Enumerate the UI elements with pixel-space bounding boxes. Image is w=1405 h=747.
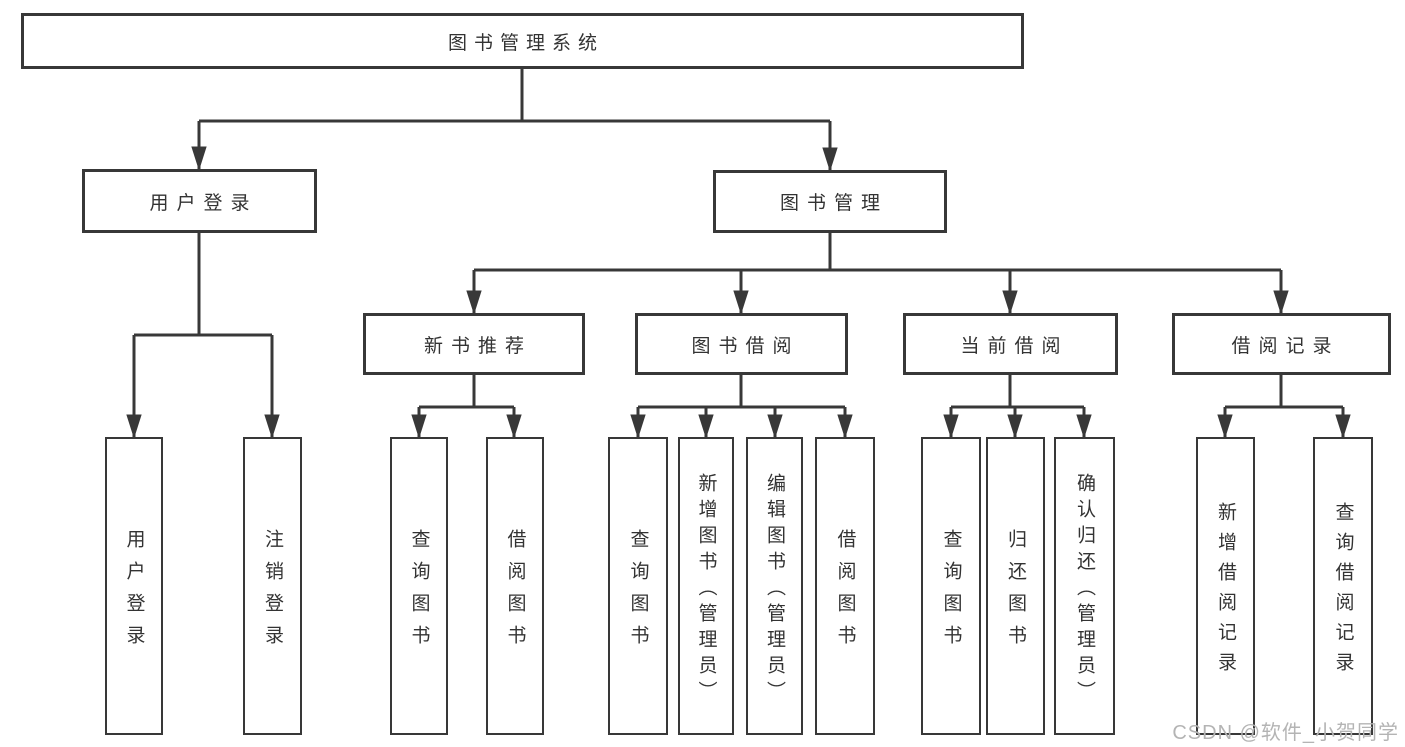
node-library-management-system: 图书管理系统	[21, 13, 1024, 69]
node-label: 用户登录	[123, 528, 145, 657]
node-book-borrowing: 图书借阅	[635, 313, 848, 375]
node-label: 新增图书（管理员）	[695, 472, 717, 707]
leaf-borrow-books: 借阅图书	[815, 437, 875, 735]
node-label: 查询图书	[627, 528, 649, 657]
node-label: 用户登录	[149, 192, 258, 214]
node-borrowing-records: 借阅记录	[1172, 313, 1391, 375]
node-label: 图书管理	[779, 193, 888, 214]
leaf-query-borrow-record: 查询借阅记录	[1313, 437, 1373, 735]
node-new-book-recommendation: 新书推荐	[363, 313, 585, 375]
node-label: 新增借阅记录	[1215, 501, 1236, 682]
leaf-return-books: 归还图书	[986, 437, 1045, 735]
node-label: 借阅图书	[834, 528, 856, 657]
node-current-borrowing: 当前借阅	[903, 313, 1118, 375]
leaf-query-books-current: 查询图书	[921, 437, 981, 735]
leaf-add-borrow-record: 新增借阅记录	[1196, 437, 1255, 735]
node-label: 查询图书	[940, 528, 962, 657]
leaf-confirm-return-admin: 确认归还（管理员）	[1054, 437, 1115, 735]
leaf-edit-books-admin: 编辑图书（管理员）	[746, 437, 803, 735]
node-label: 查询借阅记录	[1332, 501, 1354, 682]
leaf-logout: 注销登录	[243, 437, 302, 735]
node-label: 借阅记录	[1231, 335, 1340, 357]
node-label: 编辑图书（管理员）	[764, 472, 785, 707]
leaf-query-books-recommend: 查询图书	[390, 437, 448, 735]
csdn-watermark: CSDN @软件_小贺同学	[1172, 722, 1399, 744]
node-label: 新书推荐	[423, 335, 532, 357]
node-label: 当前借阅	[960, 335, 1069, 357]
node-label: 确认归还（管理员）	[1074, 472, 1095, 707]
leaf-add-books-admin: 新增图书（管理员）	[678, 437, 734, 735]
node-label: 图书管理系统	[447, 32, 604, 54]
node-label: 注销登录	[262, 528, 283, 657]
node-user-login: 用户登录	[82, 169, 317, 233]
node-book-management: 图书管理	[713, 170, 947, 233]
node-label: 借阅图书	[504, 528, 526, 657]
node-label: 查询图书	[408, 528, 430, 657]
leaf-user-login: 用户登录	[105, 437, 163, 735]
node-label: 归还图书	[1005, 528, 1026, 657]
leaf-borrow-books-recommend: 借阅图书	[486, 437, 544, 735]
leaf-query-books-borrow: 查询图书	[608, 437, 668, 735]
node-label: 图书借阅	[691, 335, 800, 357]
